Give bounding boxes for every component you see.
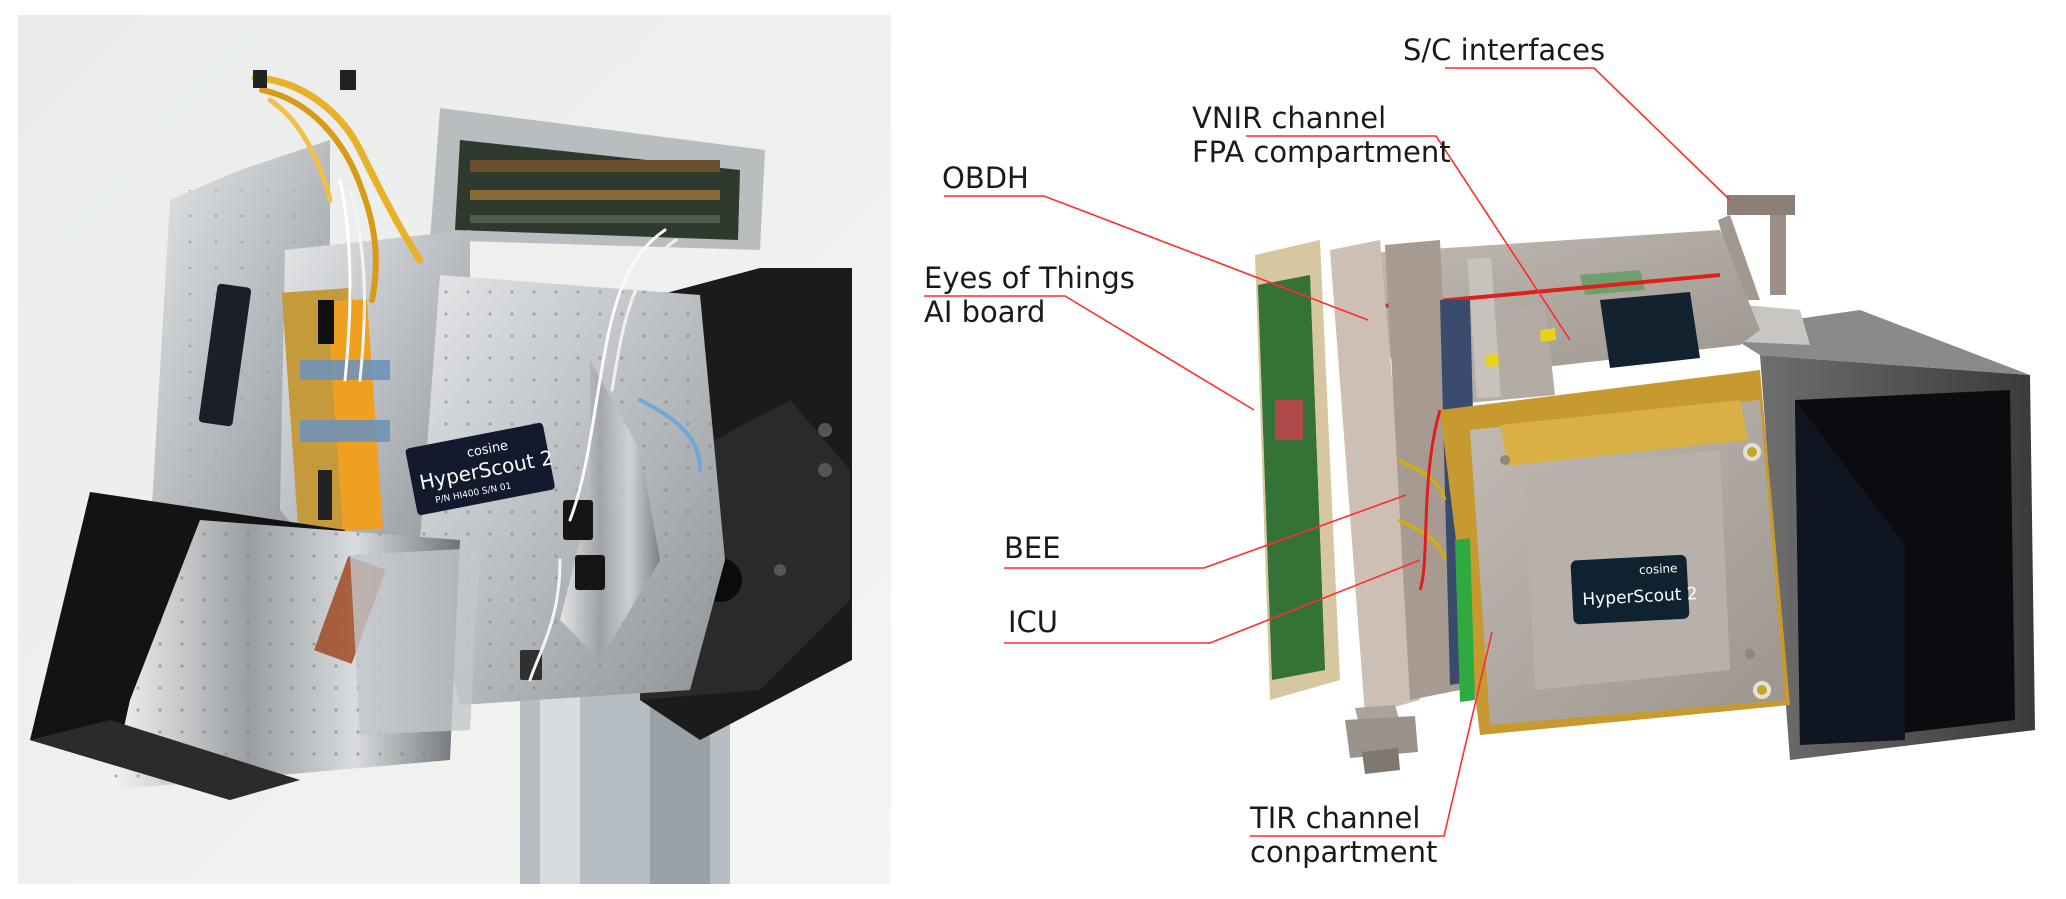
leader-obdh [944, 195, 1369, 321]
render-product-label: cosine HyperScout 2 [1570, 554, 1698, 625]
render-baffle [1720, 310, 2035, 760]
leader-icu [1004, 559, 1421, 644]
callout-labels: S/C interfaces VNIR channel FPA compartm… [924, 33, 1605, 869]
render-label-brand: cosine [1639, 561, 1678, 577]
render-tir-compartment: cosine HyperScout 2 [1418, 370, 1790, 735]
callout-bee: BEE [1004, 531, 1061, 565]
callout-obdh: OBDH [942, 161, 1029, 195]
photo-front-panel: cosine HyperScout 2 P/N HI400 S/N 01 [405, 275, 725, 705]
leader-eyes-of-things [924, 295, 1255, 411]
photo-electronics-stack [430, 108, 765, 250]
callout-vnir-line2: FPA compartment [1192, 135, 1451, 169]
photo-baffle [30, 492, 480, 800]
callout-tir-line2: conpartment [1250, 835, 1437, 869]
callout-tir-line1: TIR channel [1249, 801, 1420, 835]
callout-leaders [924, 67, 1731, 837]
callout-eot-line1: Eyes of Things [924, 261, 1135, 295]
leader-vnir [1246, 135, 1571, 341]
photo-cable-harness [251, 70, 702, 682]
leader-tir [1250, 631, 1493, 837]
callout-sc-interfaces: S/C interfaces [1403, 33, 1605, 67]
render-bottom-connector [1345, 705, 1418, 774]
leader-bee [1004, 494, 1407, 569]
callout-icu: ICU [1008, 605, 1058, 639]
render-board-stack [1255, 240, 1480, 715]
render-panel: cosine HyperScout 2 [924, 33, 2035, 869]
photo-panel: cosine HyperScout 2 P/N HI400 S/N 01 [18, 15, 891, 884]
callout-eot-line2: AI board [924, 295, 1045, 329]
leader-sc-interfaces [1445, 67, 1731, 201]
callout-vnir-line1: VNIR channel [1192, 101, 1386, 135]
